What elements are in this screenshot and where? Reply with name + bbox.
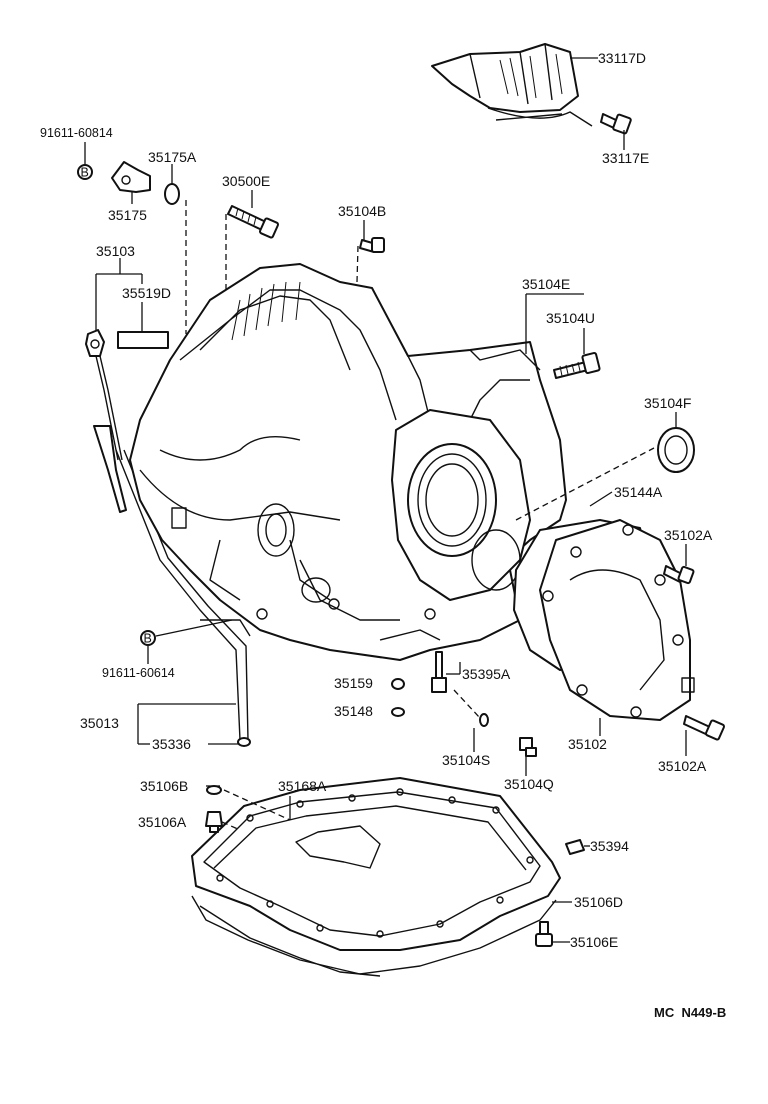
- label-35175A: 35175A: [148, 149, 197, 165]
- label-35104Q: 35104Q: [504, 776, 554, 792]
- stud-35395A-drawing: [431, 651, 481, 719]
- label-91611-60614: 91611-60614: [102, 666, 175, 680]
- bolt-30500E-drawing: [225, 205, 280, 340]
- label-91611-60814: 91611-60814: [40, 126, 113, 140]
- label-33117E: 33117E: [602, 150, 649, 166]
- part-labels: 33117D 33117E 91611-60814 35175A 35175 3…: [40, 50, 726, 1020]
- label-35159: 35159: [334, 675, 373, 691]
- bolt-symbol-b-bottom: B: [144, 632, 152, 646]
- bolt-35102A-top-drawing: [663, 565, 695, 585]
- label-35106B: 35106B: [140, 778, 188, 794]
- bolt-35104Q-drawing: [519, 737, 537, 757]
- pan-bolt-holes: [216, 788, 534, 938]
- drawing-reference-code: MC N449-B: [654, 1005, 726, 1020]
- drain-plug-drawing: [205, 785, 223, 833]
- label-35144A: 35144A: [614, 484, 663, 500]
- bolt-symbol-b-top: B: [81, 166, 89, 180]
- label-30500E: 30500E: [222, 173, 270, 189]
- oil-level-gauge-drawing: [85, 329, 251, 747]
- oil-pan-drawing: [191, 777, 561, 977]
- label-33117D: 33117D: [598, 50, 646, 66]
- label-35394: 35394: [590, 838, 629, 854]
- label-35013: 35013: [80, 715, 119, 731]
- o-ring-35104S-drawing: [479, 713, 489, 727]
- plug-35148-drawing: [391, 707, 405, 717]
- label-35103: 35103: [96, 243, 135, 259]
- transaxle-case-drawing: [129, 263, 567, 661]
- label-35106A: 35106A: [138, 814, 187, 830]
- label-35336: 35336: [152, 736, 191, 752]
- bolt-35106E-drawing: [535, 921, 553, 947]
- label-35102A-bottom: 35102A: [658, 758, 707, 774]
- label-35106D: 35106D: [574, 894, 623, 910]
- oil-seal-35104F-drawing: [515, 427, 695, 521]
- bolt-35104U-drawing: [553, 351, 601, 379]
- label-35104E: 35104E: [522, 276, 570, 292]
- label-35168A: 35168A: [278, 778, 327, 794]
- label-35102A-top: 35102A: [664, 527, 713, 543]
- label-35148: 35148: [334, 703, 373, 719]
- label-35175: 35175: [108, 207, 147, 223]
- bolt-33117E-drawing: [600, 113, 632, 135]
- plug-35159-drawing: [391, 678, 405, 690]
- leader-lines: [84, 57, 687, 943]
- heat-insulator-drawing: [431, 43, 593, 127]
- label-35102: 35102: [568, 736, 607, 752]
- label-35104F: 35104F: [644, 395, 691, 411]
- label-35395A: 35395A: [462, 666, 511, 682]
- label-35104B: 35104B: [338, 203, 386, 219]
- label-35519D: 35519D: [122, 285, 171, 301]
- magnet-35394-drawing: [565, 839, 585, 855]
- label-35106E: 35106E: [570, 934, 618, 950]
- speed-sensor-drawing: B: [77, 161, 187, 334]
- label-35104S: 35104S: [442, 752, 490, 768]
- side-cover-drawing: [513, 519, 695, 721]
- label-35104U: 35104U: [546, 310, 595, 326]
- bolt-35102A-bottom-drawing: [683, 715, 726, 741]
